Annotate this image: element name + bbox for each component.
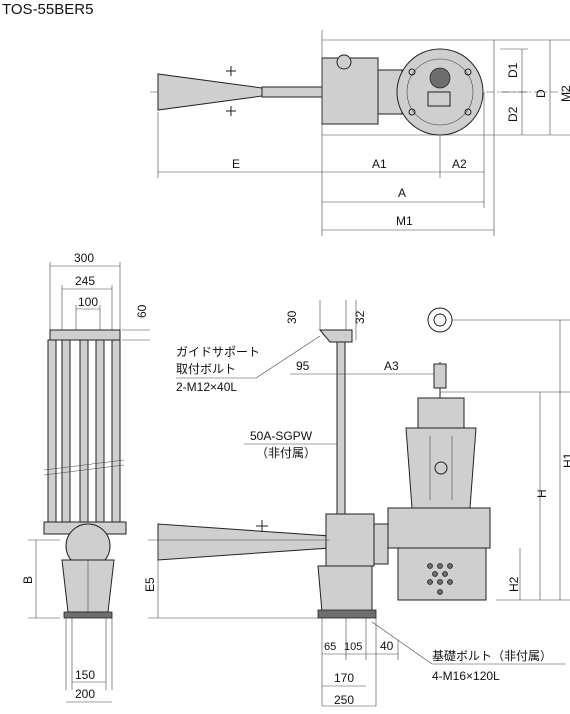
top-view: E A1 A2 A M1 D1 D2 D M2 — [150, 30, 570, 236]
dim-label-d: D — [534, 89, 548, 98]
lifting-eye-icon — [429, 67, 451, 89]
dim-200: 200 — [75, 687, 95, 701]
guide-support-front — [318, 329, 353, 343]
dim-65: 65 — [324, 641, 336, 653]
note-guide-support-2: 取付ボルト — [176, 362, 236, 376]
dim-60: 60 — [135, 304, 149, 318]
front-view: 30 32 ガイドサポート 取付ボルト 2-M12×40L 95 A3 50A-… — [143, 300, 570, 707]
dim-40: 40 — [380, 639, 394, 653]
pump-motor-inner — [406, 58, 474, 126]
motor-head — [417, 397, 465, 429]
discharge-nozzle-front — [157, 523, 331, 561]
guide-hook-icon — [336, 54, 352, 70]
note-guide-support-1: ガイドサポート — [176, 345, 260, 359]
guide-fitting-front — [325, 513, 375, 567]
dim-32: 32 — [353, 310, 367, 324]
note-pipe-2: （非付属） — [256, 446, 316, 460]
nozzle-bolt-mark-front — [256, 520, 268, 532]
dim-label-h: H — [535, 489, 549, 498]
discharge-nozzle — [157, 73, 263, 111]
cable-gland — [433, 363, 447, 389]
pump-casing — [387, 507, 491, 549]
guide-pipe-right — [111, 339, 121, 523]
dim-300: 300 — [74, 251, 94, 265]
dim-label-h2: H2 — [507, 576, 521, 592]
dim-label-a2: A2 — [452, 157, 467, 171]
dim-label-b: B — [21, 576, 35, 584]
dim-label-d2: D2 — [506, 106, 520, 122]
dim-label-a1: A1 — [372, 157, 387, 171]
dim-245: 245 — [75, 274, 95, 288]
dim-label-d1: D1 — [506, 62, 520, 78]
terminal-box — [427, 91, 451, 107]
dim-label-e: E — [232, 157, 240, 171]
side-view: 300 245 100 60 150 200 B — [21, 251, 150, 703]
motor-frame — [405, 427, 477, 509]
dim-150: 150 — [75, 668, 95, 682]
nozzle-bolt-marks — [226, 66, 236, 116]
model-title: TOS-55BER5 — [2, 1, 93, 18]
dim-100: 100 — [78, 295, 98, 309]
dim-label-m2: M2 — [559, 85, 570, 102]
discharge-pipe — [261, 86, 323, 98]
dim-label-m1: M1 — [396, 214, 413, 228]
strainer-holes — [427, 563, 453, 595]
guide-pipe-front — [336, 339, 346, 527]
guide-fitting — [321, 57, 379, 125]
guide-support-bar — [49, 329, 121, 341]
dim-105: 105 — [344, 641, 362, 653]
dim-label-h1: H1 — [561, 452, 570, 468]
dim-170: 170 — [334, 671, 354, 685]
dim-label-a: A — [398, 186, 406, 200]
lifting-ring-icon — [427, 307, 453, 333]
note-anchor-2: 4-M16×120L — [432, 669, 500, 683]
dim-label-a3: A3 — [384, 359, 399, 373]
dim-250: 250 — [334, 693, 354, 707]
note-guide-support-3: 2-M12×40L — [176, 380, 237, 394]
base-stand-front — [317, 565, 373, 613]
guide-pipe-left — [47, 339, 57, 523]
dim-95: 95 — [296, 359, 310, 373]
note-pipe-1: 50A-SGPW — [250, 429, 313, 443]
note-anchor-1: 基礎ボルト（非付属） — [432, 649, 552, 663]
dim-30: 30 — [285, 310, 299, 324]
dim-label-e5: E5 — [143, 577, 157, 592]
